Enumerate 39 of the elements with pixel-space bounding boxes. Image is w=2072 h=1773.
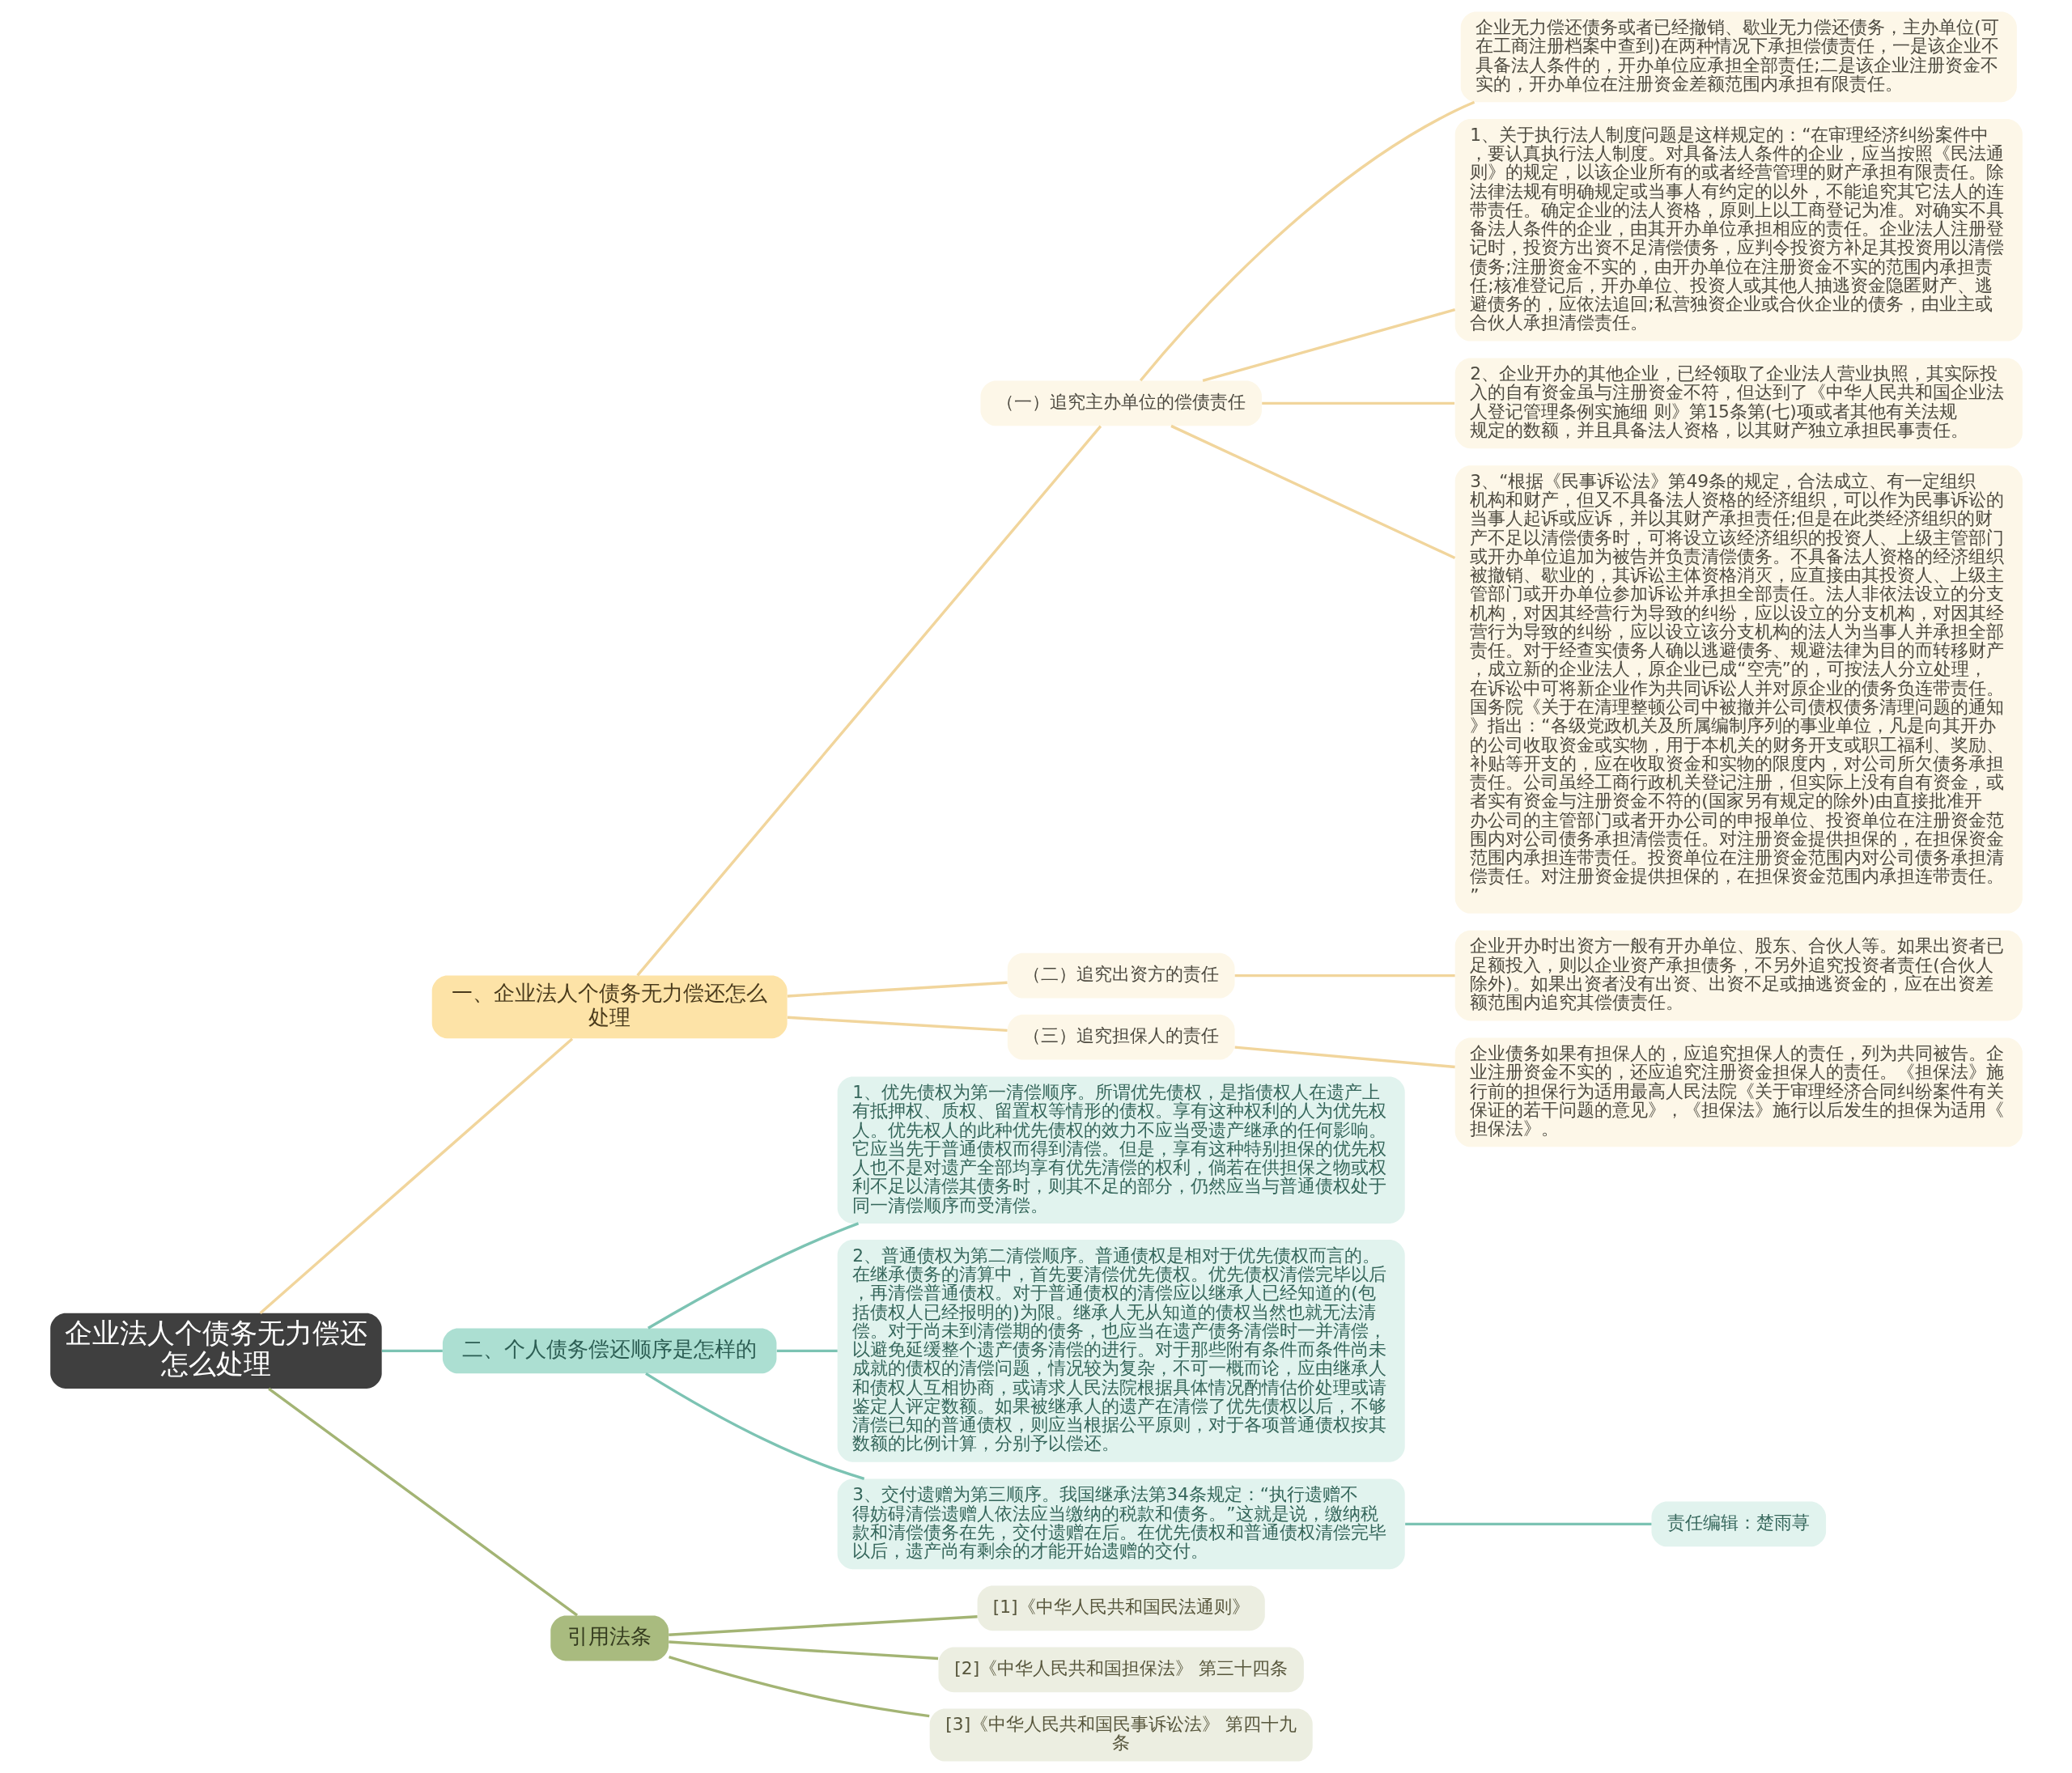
connector [668, 1640, 938, 1661]
connector [1234, 973, 1455, 978]
connector [668, 1615, 978, 1636]
connector [668, 1656, 929, 1718]
node-box: 2、企业开办的其他企业，已经领取了企业法人营业执照，其实际投入的自有资金虽与注册资金不符，但达到了《中华人民共和国企业法人登记管理条例实施细 则》第15条第(七)项或者其他有关法规规定的数额，并且具备法人资格，以其财产独立承担民事责任。 [1454, 358, 2023, 449]
connector [1139, 100, 1475, 382]
node-box: 3、交付遗赠为第三顺序。我国继承法第34条规定：“执行遗赠不得妨碍清偿遗赠人依法应当缴纳的税款和债务。”这就是说，缴纳税款和清偿债务在先，交付遗赠在后。在优先债权和普通债权清偿完毕以后，遗产尚有剩余的才能开始遗赠的交付。 [837, 1478, 1405, 1570]
node-box: 企业法人个债务无力偿还怎么处理 [49, 1313, 382, 1389]
node-box: [3]《中华人民共和国民事诉讼法》 第四十九条 [929, 1708, 1313, 1762]
connector [1404, 1522, 1651, 1526]
node-box: （三）追究担保人的责任 [1007, 1014, 1235, 1060]
node-box: 3、“根据《民事诉讼法》第49条的规定，合法成立、有一定组织机构和财产，但又不具备法人资格的经济组织，可以作为民事诉讼的当事人起诉或应诉，并以其财产承担责任;但是在此类经济组织的财产不足以清偿债务时，可将设立该经济组织的投资人、上级主管部门或开办单位追加为被告并负责清偿债务。不具备法人资格的经济组织被撤销、歇业的，其诉讼主体资格消灭，应直接由其投资人、上级主管部门或开办单位参加诉讼并承担全部责任。法人非依法设立的分支机构，对因其经营行为导致的纠纷，应以设立的分支机构，对因其经营行为导致的纠纷，应以设立该分支机构的法人为当事人并承担全部责任。对于经查实债务人确以逃避债务、规避法律为目的而转移财产，成立新的企业法人，原企业已成“空壳”的，可按法人分立处理，在诉讼中可将新企业作为共同诉讼人并对原企业的债务负连带责任。国务院《关于在清理整顿公司中被撤并公司债权债务清理问题的通知》指出：“各级党政机关及所属编制序列的事业单位，凡是向其开办的公司收取资金或实物，用于本机关的财务开支或职工福利、奖励、补贴等开支的，应在收取资金和实物的限度内，对公司所欠债务承担责任。公司虽经工商行政机关登记注册，但实际上没有自有资金，或者实有资金与注册资金不符的(国家另有规定的除外)由直接批准开办公司的主管部门或者开办公司的申报单位、投资单位在注册资金范围内对公司债务承担清偿责任。对注册资金提供担保的，在担保资金范围内承担连带责任。投资单位在注册资金范围内对公司债务承担清偿责任。对注册资金提供担保的，在担保资金范围内承担连带责任。” [1454, 465, 2023, 914]
node-box: 一、企业法人个债务无力偿还怎么处理 [431, 975, 788, 1039]
node-box: 企业债务如果有担保人的，应追究担保人的责任，列为共同被告。企业注册资金不实的，还应追究注册资金担保人的责任。《担保法》施行前的担保行为适用最高人民法院《关于审理经济合同纠纷案件有关保证的若干问题的意见》，《担保法》施行以后发生的担保为适用《担保法》。 [1454, 1037, 2023, 1147]
node-box: 二、个人债务偿还顺序是怎样的 [442, 1328, 776, 1374]
connector [1234, 1046, 1455, 1069]
connector [258, 1037, 573, 1314]
connector [267, 1387, 578, 1617]
connector [647, 1222, 859, 1330]
node-box: 2、普通债权为第二清偿顺序。普通债权是相对于优先债权而言的。在继承债务的清算中，首先要清偿优先债权。优先债权清偿完毕以后，再清偿普通债权。对于普通债权的清偿应以继承人已经知道的(包括债权人已经报明的)为限。继承人无从知道的债权当然也就无法清偿。对于尚未到清偿期的债务，也应当在遗产债务清偿时一并清偿，以避免延缓整个遗产债务清偿的进行。对于那些附有条件而条件尚未成就的债权的清偿问题，情况较为复杂，不可一概而论，应由继承人和债权人互相协商，或请求人民法院根据具体情况酌情估价处理或请鉴定人评定数额。如果被继承人的遗产在清偿了优先债权以后，不够清偿已知的普通债权，则应当根据公平原则，对于各项普通债权按其数额的比例计算，分别予以偿还。 [837, 1240, 1405, 1462]
node-box: （二）追究出资方的责任 [1007, 952, 1235, 999]
node-box: （一）追究主办单位的偿债责任 [980, 380, 1262, 426]
node-box: 引用法条 [550, 1615, 669, 1661]
connector [776, 1349, 838, 1353]
connector [381, 1349, 443, 1353]
node-box: [1]《中华人民共和国民法通则》 [977, 1585, 1265, 1631]
node-box: 1、关于执行法人制度问题是这样规定的：“在审理经济纠纷案件中，要认真执行法人制度。对具备法人条件的企业，应当按照《民法通则》的规定，以该企业所有的或者经营管理的财产承担有限责任。除法律法规有明确规定或当事人有约定的以外，不能追究其它法人的连带责任。确定企业的法人资格，原则上以工商登记为准。对确实不具备法人条件的企业，由其开办单位承担相应的责任。企业法人注册登记时，投资方出资不足清偿债务，应判令投资方补足其投资用以清偿债务;注册资金不实的，由开办单位在注册资金不实的范围内承担责任;核准登记后，开办单位、投资人或其他人抽逃资金隐匿财产、逃避债务的，应依法追回;私营独资企业或合伙企业的债务，由业主或合伙人承担清偿责任。 [1454, 119, 2023, 341]
node-box: 1、优先债权为第一清偿顺序。所谓优先债权，是指债权人在遗产上有抵押权、质权、留置权等情形的债权。享有这种权利的人为优先权人。优先权人的此种优先债权的效力不应当受遗产继承的任何影响。它应当先于普通债权而得到清偿。但是，享有这种特别担保的优先权人也不是对遗产全部均享有优先清偿的权利，倘若在供担保之物或权利不足以清偿其债务时，则其不足的部分，仍然应当与普通债权处于同一清偿顺序而受清偿。 [837, 1076, 1405, 1224]
connector [635, 425, 1102, 977]
connector [1261, 401, 1454, 405]
node-box: [2]《中华人民共和国担保法》 第三十四条 [938, 1647, 1304, 1693]
node-box: 企业无力偿还债务或者已经撤销、歇业无力偿还债务，主办单位(可在工商注册档案中查到)在两种情况下承担偿债责任，一是该企业不具备法人条件的，开办单位应承担全部责任;二是该企业注册资金不实的，开办单位在注册资金差额范围内承担有限责任。 [1460, 11, 2017, 103]
node-box: 责任编辑：楚雨荨 [1651, 1501, 1826, 1547]
connector [1202, 308, 1455, 383]
connector [644, 1372, 864, 1481]
connector [787, 981, 1008, 998]
connector [1170, 424, 1455, 560]
node-box: 企业开办时出资方一般有开办单位、股东、合伙人等。如果出资者已足额投入，则以企业资产承担债务，不另外追究投资者责任(合伙人除外)。如果出资者没有出资、出资不足或抽逃资金的，应在出资差额范围内追究其偿债责任。 [1454, 930, 2023, 1021]
connector [787, 1016, 1008, 1033]
